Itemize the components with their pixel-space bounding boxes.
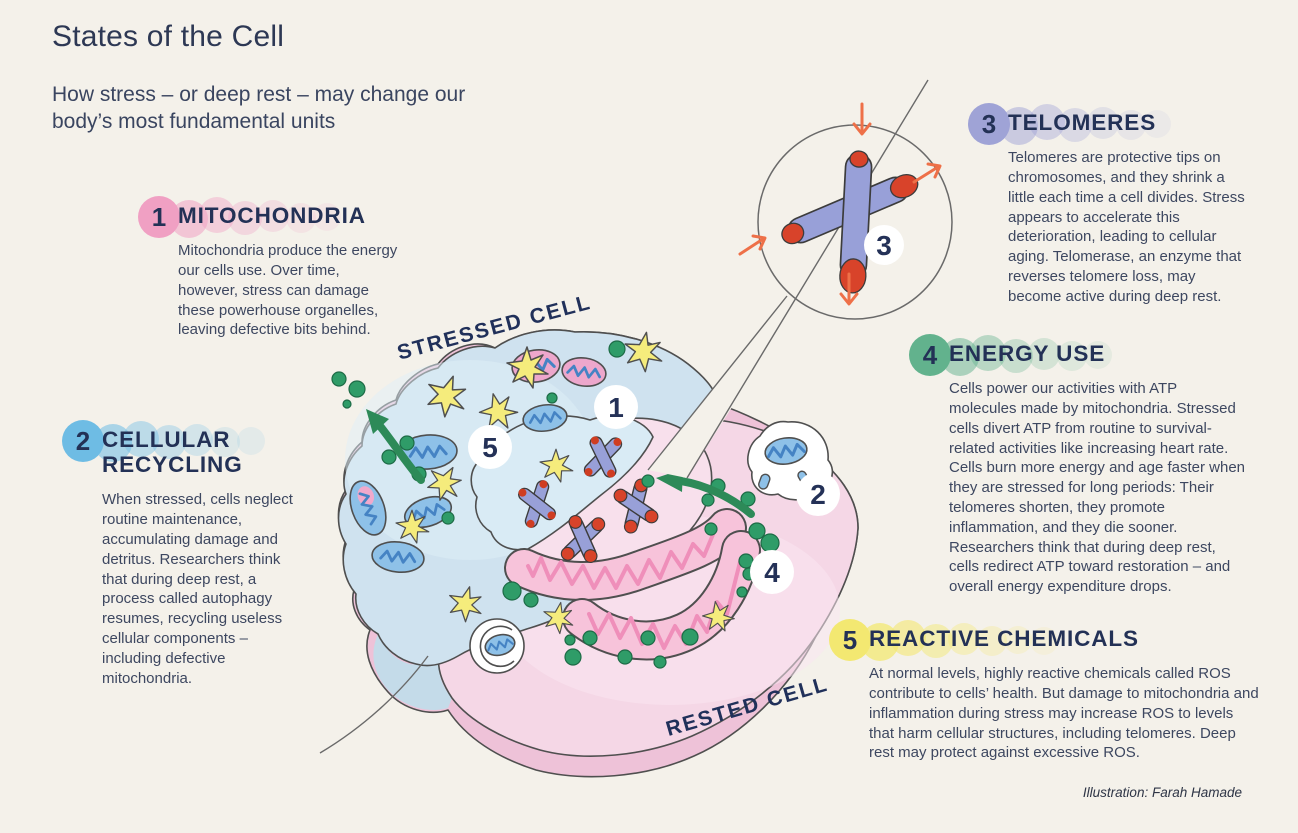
- section-number-badge: 5: [829, 619, 871, 661]
- section-cellular-recycling: 2 CELLULAR RECYCLING When stressed, cell…: [62, 420, 322, 688]
- svg-text:4: 4: [764, 557, 780, 588]
- zoom-line: [686, 79, 929, 479]
- telomere-inset: [647, 79, 953, 479]
- svg-text:5: 5: [482, 432, 498, 463]
- stressed-rim: [373, 634, 452, 710]
- section-number-badge: 1: [138, 196, 180, 238]
- marker-3: 3: [864, 225, 904, 265]
- section-mitochondria: 1 MITOCHONDRIA Mitochondria produce the …: [138, 196, 398, 340]
- section-reactive-chemicals: 5 REACTIVE CHEMICALS At normal levels, h…: [829, 619, 1259, 763]
- section-energy-use: 4 ENERGY USE Cells power our activities …: [909, 334, 1245, 597]
- section-body: Telomeres are protective tips on chromos…: [1008, 149, 1245, 305]
- recycling-vesicle: [469, 618, 525, 674]
- section-number: 1: [151, 201, 167, 232]
- section-number: 3: [981, 108, 997, 139]
- export-arrow: [366, 409, 425, 484]
- marker-5: 5: [468, 425, 512, 469]
- svg-text:3: 3: [876, 230, 892, 261]
- section-number: 4: [922, 339, 938, 370]
- zoom-tail-line: [319, 655, 429, 754]
- svg-text:2: 2: [810, 479, 826, 510]
- section-title: REACTIVE CHEMICALS: [869, 626, 1139, 651]
- section-title: ENERGY USE: [949, 341, 1106, 366]
- section-telomeres: 3 TELOMERES Telomeres are protective tip…: [968, 103, 1258, 307]
- section-body: Cells power our activities with ATP mole…: [949, 380, 1246, 596]
- section-number-badge: 2: [62, 420, 104, 462]
- marker-4: 4: [750, 550, 794, 594]
- marker-1: 1: [594, 385, 638, 429]
- page-title: States of the Cell: [52, 20, 285, 53]
- section-title: MITOCHONDRIA: [178, 203, 366, 228]
- zoom-line-left: [647, 295, 788, 471]
- section-number-badge: 3: [968, 103, 1010, 145]
- section-title: TELOMERES: [1008, 110, 1157, 135]
- section-number-badge: 4: [909, 334, 951, 376]
- zoom-cone: [648, 296, 800, 478]
- inset-chromosome: [781, 150, 919, 294]
- section-body: At normal levels, highly reactive chemic…: [869, 665, 1259, 762]
- telomere-arrows: [738, 102, 942, 306]
- marker-2: 2: [796, 472, 840, 516]
- illustration-credit: Illustration: Farah Hamade: [1082, 785, 1242, 800]
- section-title: CELLULAR RECYCLING: [102, 427, 243, 478]
- section-number: 2: [75, 425, 91, 456]
- page-subtitle: How stress – or deep rest – may change o…: [52, 83, 466, 133]
- section-number: 5: [842, 624, 858, 655]
- svg-text:1: 1: [608, 392, 624, 423]
- section-body: Mitochondria produce the energy our cell…: [178, 242, 398, 339]
- section-body: When stressed, cells neglect routine mai…: [102, 491, 293, 687]
